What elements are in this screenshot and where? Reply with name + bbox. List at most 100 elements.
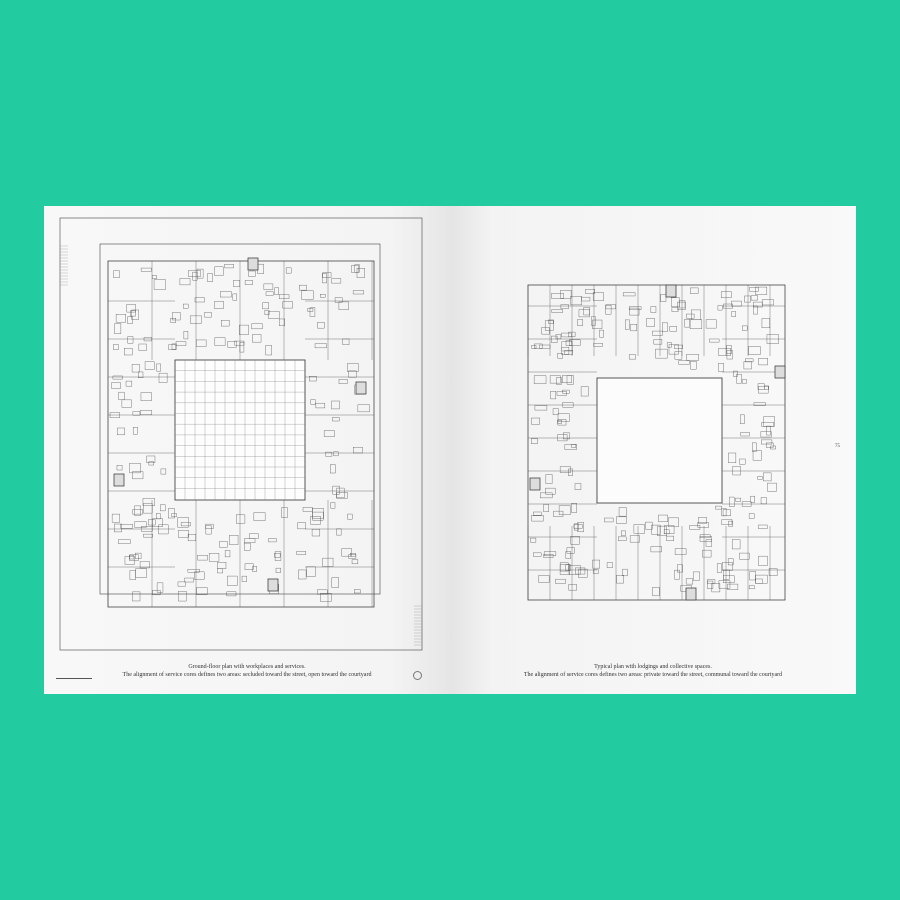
furniture [562,375,572,383]
furniture [301,290,314,300]
furniture [678,300,686,309]
furniture [709,338,720,343]
furniture [257,263,264,274]
furniture [129,570,136,580]
furniture [227,341,237,348]
furniture [698,517,707,524]
furniture [592,559,600,569]
furniture [557,419,567,426]
furniture [763,416,775,427]
furniture [132,411,141,416]
furniture [727,558,734,566]
furniture [767,482,777,492]
furniture [691,309,701,321]
furniture [574,483,582,490]
furniture [743,361,752,370]
furniture [650,306,657,313]
furniture [178,591,187,602]
furniture [330,464,336,474]
furniture [214,300,224,309]
furniture [175,341,187,346]
furniture [677,301,686,310]
furniture [168,344,176,350]
furniture [727,583,739,590]
furniture [336,487,345,499]
furniture [121,399,132,408]
furniture [766,442,774,448]
furniture [748,513,755,519]
furniture [722,562,733,571]
furniture [115,314,126,323]
furniture [239,342,245,353]
furniture [214,337,226,346]
furniture [707,580,714,589]
furniture [545,487,556,495]
furniture [761,422,774,427]
furniture [540,492,553,499]
furniture [728,520,734,527]
furniture [347,363,359,372]
furniture [761,318,771,329]
furniture [111,382,121,389]
furniture [320,593,332,602]
furniture [534,405,548,411]
furniture [669,326,677,332]
furniture [583,307,590,316]
furniture [592,319,603,329]
furniture [217,568,223,574]
furniture [616,575,624,584]
furniture [674,569,680,580]
furniture [557,419,562,424]
service-core [665,284,677,298]
furniture [621,530,626,536]
furniture [530,537,537,543]
furniture [575,567,586,575]
furniture [671,307,679,312]
furniture [127,316,133,324]
furniture [674,344,683,349]
furniture [262,302,269,310]
furniture [184,577,194,583]
furniture [338,301,349,310]
furniture [551,309,563,313]
furniture [763,472,772,482]
furniture [666,535,675,541]
furniture [739,458,746,465]
furniture [605,305,612,315]
furniture [560,290,572,299]
furniture [741,501,752,507]
furniture [622,568,628,577]
furniture [580,386,589,397]
furniture [559,562,569,572]
furniture [268,538,277,543]
furniture [139,561,150,569]
furniture [718,348,731,356]
furniture [334,297,343,303]
furniture [314,343,327,349]
furniture [541,327,550,335]
furniture [348,370,357,378]
furniture [693,571,700,581]
furniture [183,303,189,309]
furniture [341,548,352,557]
furniture [749,571,756,581]
furniture [244,563,254,570]
service-core [774,365,786,379]
furniture [585,289,595,294]
furniture [684,319,690,328]
furniture [307,308,314,312]
furniture [543,504,549,513]
furniture [592,569,599,574]
furniture [118,391,125,400]
furniture [109,412,120,418]
furniture [352,290,364,295]
furniture [702,549,712,558]
furniture [317,589,328,595]
furniture [197,555,208,561]
furniture [630,324,638,332]
furniture [629,307,640,316]
furniture [568,565,581,575]
furniture [309,376,317,382]
furniture [571,444,577,448]
furniture [646,318,655,327]
